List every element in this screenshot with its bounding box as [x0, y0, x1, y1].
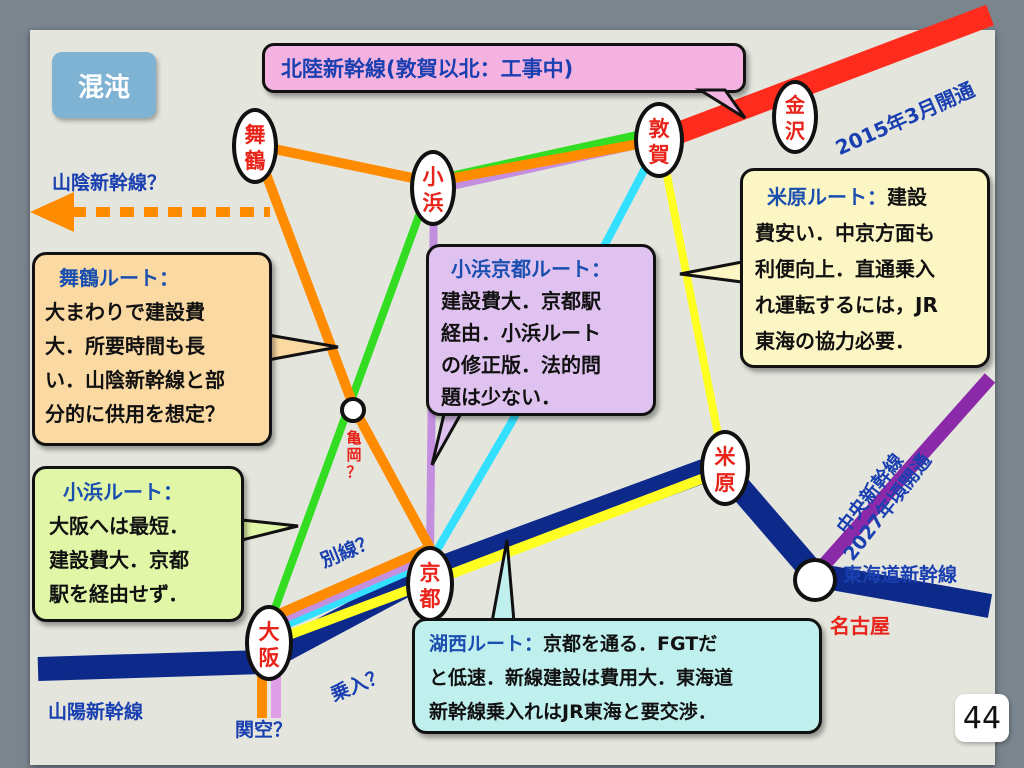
maibara-route-callout: 米原ルート：建設 費安い．中京方面も 利便向上．直通乗入 れ運転するには，JR …	[740, 168, 990, 368]
maizuru-route-title: 舞鶴ルート：	[59, 266, 179, 290]
station-maizuru: 舞 鶴	[232, 108, 278, 184]
kosei-route-body: 京都を通る．FGTだ と低速．新線建設は費用大．東海道 新幹線乗入れはJR東海と…	[429, 633, 734, 723]
station-kyoto: 京 都	[406, 546, 454, 622]
maizuru-route-line	[247, 135, 661, 623]
tokaido-sanyo-line	[37, 450, 993, 681]
obama-kyoto-route-body: 建設費大．京都駅 経由．小浜ルート の修正版．法的問 題は少ない．	[441, 289, 601, 409]
kosei-route-callout: 湖西ルート：京都を通る．FGTだ と低速．新線建設は費用大．東海道 新幹線乗入れ…	[412, 618, 822, 734]
nagoya-node	[793, 558, 837, 602]
maibara-route-body: 建設 費安い．中京方面も 利便向上．直通乗入 れ運転するには，JR 東海の協力必…	[755, 185, 938, 353]
kansai-label: 関空？	[235, 719, 293, 741]
obama-kyoto-route-title: 小浜京都ルート：	[451, 257, 611, 281]
kosei-route-title: 湖西ルート：	[429, 633, 544, 655]
chaos-tag-text: 混沌	[77, 72, 130, 103]
maizuru-route-callout: 舞鶴ルート： 大まわりで建設費 大．所要時間も長 い．山陰新幹線と部 分的に供用…	[32, 252, 272, 446]
kameoka-node	[340, 397, 366, 423]
kameoka-label: 亀 岡 ？	[346, 429, 362, 481]
obama-kyoto-route-callout: 小浜京都ルート： 建設費大．京都駅 経由．小浜ルート の修正版．法的問 題は少な…	[426, 244, 656, 416]
obama-route-callout: 小浜ルート： 大阪へは最短． 建設費大．京都 駅を経由せず．	[32, 466, 244, 622]
page-number: 44	[955, 694, 1009, 742]
maibara-route-north	[656, 139, 729, 471]
nagoya-label: 名古屋	[830, 614, 890, 638]
maibara-route-title: 米原ルート：	[767, 185, 887, 209]
chaos-tag: 混沌	[52, 52, 156, 118]
page-number-text: 44	[962, 700, 1002, 736]
obama-route-title: 小浜ルート：	[63, 480, 183, 504]
station-obama: 小 浜	[410, 150, 456, 226]
station-maibara: 米 原	[700, 430, 750, 506]
hokuriku-title-text: 北陸新幹線(敦賀以北：工事中)	[281, 57, 574, 81]
sanin-arrow-head	[30, 192, 74, 232]
maizuru-route-body: 大まわりで建設費 大．所要時間も長 い．山陰新幹線と部 分的に供用を想定？	[45, 300, 225, 426]
sanin-label: 山陰新幹線？	[52, 172, 167, 194]
hokuriku-title-callout: 北陸新幹線(敦賀以北：工事中)	[262, 43, 746, 93]
station-kanazawa: 金 沢	[772, 80, 818, 154]
station-tsuruga: 敦 賀	[634, 102, 684, 178]
obama-route-body: 大阪へは最短． 建設費大．京都 駅を経由せず．	[49, 514, 189, 606]
station-osaka: 大 阪	[245, 605, 293, 681]
chuo-line	[809, 373, 996, 580]
sanyo-label: 山陽新幹線	[48, 701, 144, 723]
tokaido-label: 東海道新幹線	[843, 564, 958, 586]
